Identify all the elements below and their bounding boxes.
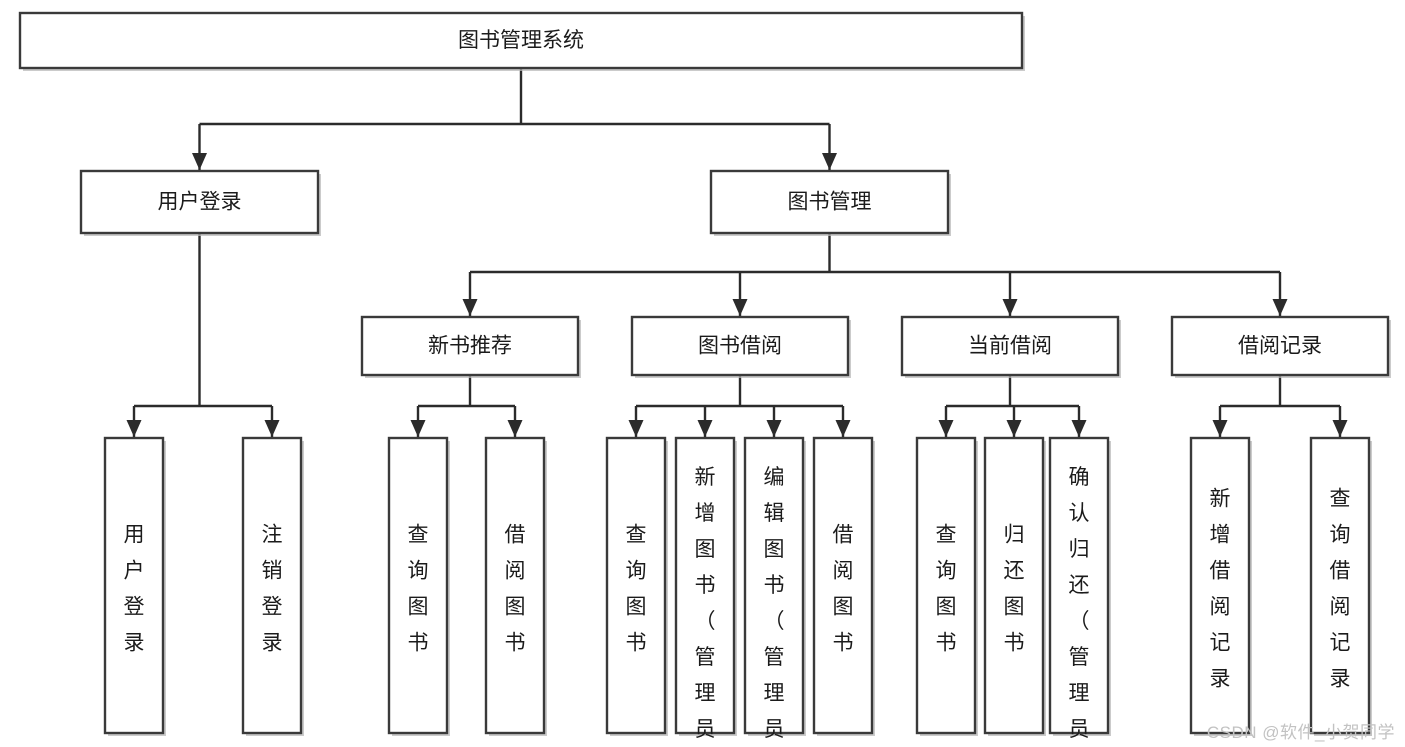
- node-label: 当前借阅: [968, 335, 1052, 358]
- level3-当前借阅-to-leaves-arrow-1: [1006, 420, 1022, 437]
- node-rect[interactable]: [1048, 436, 1110, 735]
- node-rect[interactable]: [360, 315, 580, 377]
- level3-图书借阅-to-leaves-arrow-1: [697, 420, 713, 437]
- node-查询图书[interactable]: 查询图书: [915, 436, 978, 736]
- level3-新书推荐-to-leaves-arrow-1: [507, 420, 523, 437]
- node-借阅图书[interactable]: 借阅图书: [812, 436, 875, 736]
- node-归还图书[interactable]: 归还图书: [983, 436, 1046, 736]
- level3-新书推荐-to-leaves-arrow-0: [410, 420, 426, 437]
- nodes-layer: 图书管理系统用户登录图书管理新书推荐图书借阅当前借阅借阅记录用户登录注销登录查询…: [18, 11, 1391, 747]
- node-label: 用户登录: [158, 191, 242, 214]
- level3-图书借阅-to-leaves-arrow-2: [766, 420, 782, 437]
- node-label: 新增图书（管理员）: [695, 466, 716, 747]
- login-to-leaves-arrow-1: [264, 420, 280, 437]
- node-图书借阅[interactable]: 图书借阅: [630, 315, 851, 378]
- node-当前借阅[interactable]: 当前借阅: [900, 315, 1121, 378]
- node-rect[interactable]: [241, 436, 303, 735]
- node-label: 归还图书: [1004, 524, 1025, 655]
- node-label: 图书管理: [788, 191, 872, 214]
- root-to-level2-arrow-1: [822, 153, 837, 170]
- node-rect[interactable]: [743, 436, 805, 735]
- node-图书管理[interactable]: 图书管理: [709, 169, 951, 236]
- node-label: 借阅记录: [1238, 335, 1322, 358]
- node-label: 借阅图书: [833, 524, 854, 655]
- node-rect[interactable]: [630, 315, 850, 377]
- level3-当前借阅-to-leaves-arrow-2: [1071, 420, 1087, 437]
- node-编辑图书管理员[interactable]: 编辑图书（管理员）: [743, 436, 806, 747]
- node-查询图书[interactable]: 查询图书: [387, 436, 450, 736]
- node-注销登录[interactable]: 注销登录: [241, 436, 304, 736]
- level3-借阅记录-to-leaves-arrow-1: [1332, 420, 1348, 437]
- bookmgmt-to-level3-arrow-0: [462, 299, 478, 316]
- node-rect[interactable]: [387, 436, 449, 735]
- node-label: 编辑图书（管理员）: [764, 466, 785, 747]
- node-rect[interactable]: [79, 169, 320, 235]
- node-label: 注销登录: [262, 524, 283, 655]
- level3-当前借阅-to-leaves-arrow-0: [938, 420, 954, 437]
- node-label: 用户登录: [124, 524, 145, 655]
- node-查询图书[interactable]: 查询图书: [605, 436, 668, 736]
- node-label: 图书管理系统: [458, 29, 584, 52]
- level3-借阅记录-to-leaves-arrow-0: [1212, 420, 1228, 437]
- node-rect[interactable]: [812, 436, 874, 735]
- node-label: 借阅图书: [505, 524, 526, 655]
- root-to-level2-arrow-0: [192, 153, 207, 170]
- node-label: 确认归还（管理员）: [1069, 466, 1090, 747]
- node-图书管理系统[interactable]: 图书管理系统: [18, 11, 1025, 71]
- node-新增借阅记录[interactable]: 新增借阅记录: [1189, 436, 1252, 736]
- node-label: 查询图书: [936, 524, 957, 655]
- node-确认归还管理员[interactable]: 确认归还（管理员）: [1048, 436, 1111, 747]
- node-label: 查询借阅记录: [1330, 488, 1351, 691]
- node-rect[interactable]: [18, 11, 1024, 70]
- node-新增图书管理员[interactable]: 新增图书（管理员）: [674, 436, 737, 747]
- node-查询借阅记录[interactable]: 查询借阅记录: [1309, 436, 1372, 736]
- csdn-watermark: CSDN @软件_小贺同学: [1206, 723, 1395, 742]
- bookmgmt-to-level3-arrow-3: [1272, 299, 1288, 316]
- bookmgmt-to-level3-arrow-1: [732, 299, 748, 316]
- node-借阅图书[interactable]: 借阅图书: [484, 436, 547, 736]
- node-label: 查询图书: [626, 524, 647, 655]
- level3-图书借阅-to-leaves-arrow-0: [628, 420, 644, 437]
- node-rect[interactable]: [484, 436, 546, 735]
- node-label: 图书借阅: [698, 335, 782, 358]
- login-to-leaves-arrow-0: [126, 420, 142, 437]
- bookmgmt-to-level3-arrow-2: [1002, 299, 1018, 316]
- node-用户登录[interactable]: 用户登录: [79, 169, 321, 236]
- edges-layer: [126, 68, 1348, 437]
- node-label: 新增借阅记录: [1210, 488, 1231, 691]
- node-rect[interactable]: [1309, 436, 1371, 735]
- node-rect[interactable]: [103, 436, 165, 735]
- node-rect[interactable]: [674, 436, 736, 735]
- node-rect[interactable]: [900, 315, 1120, 377]
- node-借阅记录[interactable]: 借阅记录: [1170, 315, 1391, 378]
- node-rect[interactable]: [1170, 315, 1390, 377]
- node-rect[interactable]: [605, 436, 667, 735]
- node-用户登录[interactable]: 用户登录: [103, 436, 166, 736]
- node-rect[interactable]: [983, 436, 1045, 735]
- node-label: 查询图书: [408, 524, 429, 655]
- node-rect[interactable]: [1189, 436, 1251, 735]
- node-新书推荐[interactable]: 新书推荐: [360, 315, 581, 378]
- node-label: 新书推荐: [428, 335, 512, 358]
- node-rect[interactable]: [915, 436, 977, 735]
- node-rect[interactable]: [709, 169, 950, 235]
- level3-图书借阅-to-leaves-arrow-3: [835, 420, 851, 437]
